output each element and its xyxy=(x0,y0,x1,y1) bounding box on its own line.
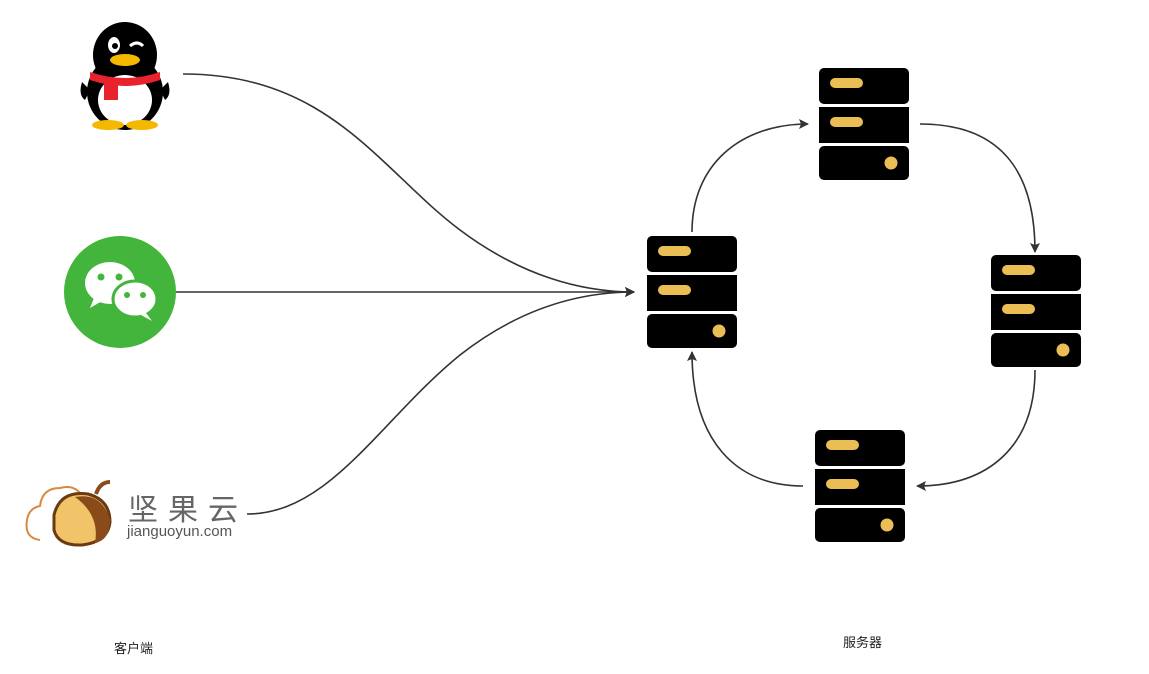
jianguoyun-logo xyxy=(25,480,112,547)
arrow-server3-to-server4 xyxy=(916,369,1036,491)
servers-label: 服务器 xyxy=(843,636,883,651)
wechat-icon xyxy=(64,236,176,348)
arrow-server1-to-server2 xyxy=(691,119,809,233)
server-icon xyxy=(647,236,737,348)
jianguoyun-logo-en-text: jianguoyun.com xyxy=(127,523,233,540)
server-icon xyxy=(815,430,905,542)
qq-penguin-icon xyxy=(80,22,170,130)
server-icon xyxy=(991,255,1081,367)
server-icon xyxy=(819,68,909,180)
arrow-server2-to-server3 xyxy=(919,123,1040,253)
arrow-qq-to-server xyxy=(182,73,635,297)
arrow-server4-to-server1 xyxy=(687,351,804,487)
jianguoyun-logo-cn-text: 坚果云 xyxy=(128,493,248,528)
arrow-jianguoyun-to-server xyxy=(246,287,635,515)
clients-label: 客户端 xyxy=(114,642,154,657)
